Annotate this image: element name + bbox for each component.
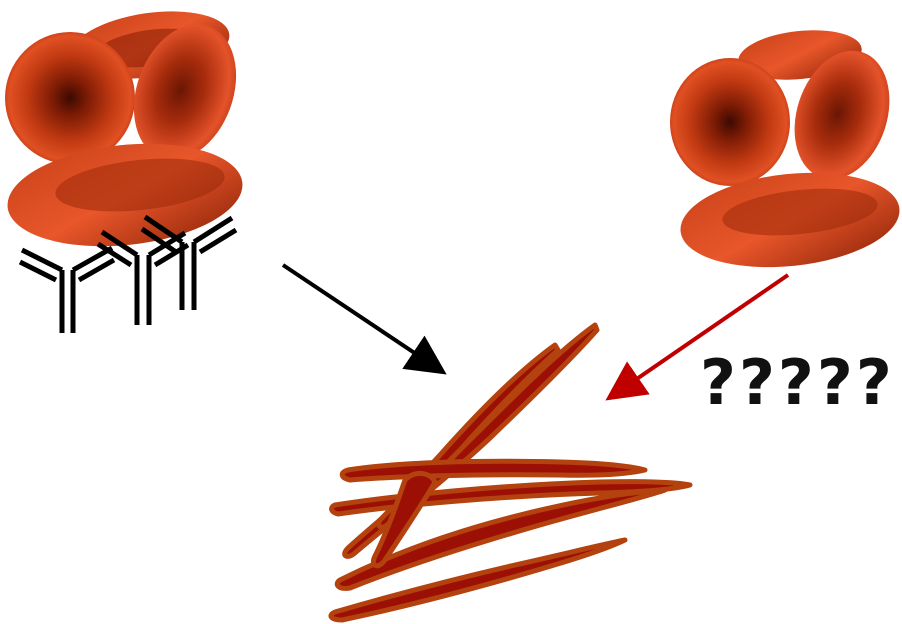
left-rbc-cluster — [2, 2, 254, 257]
antibody-icon — [20, 248, 114, 333]
sickle-cell-cluster — [331, 325, 690, 620]
question-label: ????? — [700, 352, 895, 414]
black-arrow — [283, 265, 440, 370]
rbc-upright-right — [670, 58, 790, 186]
right-rbc-cluster — [670, 25, 902, 278]
sickle-cell — [342, 461, 645, 480]
rbc-upright — [5, 32, 135, 164]
